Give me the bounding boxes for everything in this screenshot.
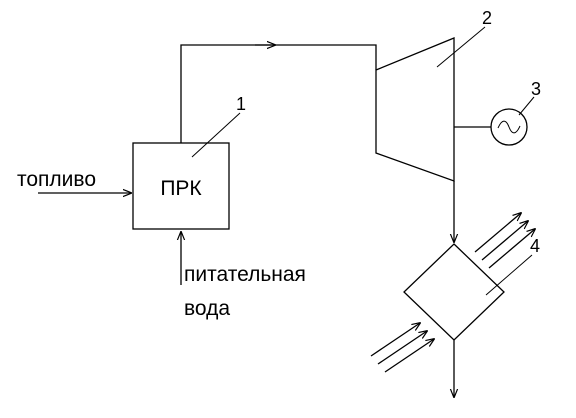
cooling-in-arrow-2 bbox=[377, 331, 427, 365]
leader-3 bbox=[518, 96, 535, 116]
cooling-in-arrow-3 bbox=[384, 339, 434, 373]
cooling-in-arrow-1 bbox=[370, 323, 420, 357]
turbine bbox=[375, 37, 455, 182]
leader-4 bbox=[485, 254, 533, 296]
boiler-label: ПРК bbox=[160, 177, 202, 200]
generator-sine-icon bbox=[497, 120, 521, 134]
number-3: 3 bbox=[531, 79, 541, 99]
cooling-out-arrow-2 bbox=[481, 221, 528, 261]
leader-2 bbox=[436, 26, 486, 68]
feedwater-label-line1: питательная bbox=[184, 263, 306, 286]
cooling-out-arrow-1 bbox=[474, 213, 521, 253]
fuel-label: топливо bbox=[17, 168, 96, 191]
number-1: 1 bbox=[236, 94, 246, 114]
boiler-block bbox=[132, 142, 230, 230]
cooling-out-arrow-3 bbox=[488, 229, 535, 269]
number-4: 4 bbox=[530, 236, 540, 256]
feedwater-label-line2: вода bbox=[184, 297, 230, 320]
number-2: 2 bbox=[482, 8, 492, 28]
leader-1 bbox=[191, 112, 241, 158]
steam-line bbox=[180, 44, 377, 143]
